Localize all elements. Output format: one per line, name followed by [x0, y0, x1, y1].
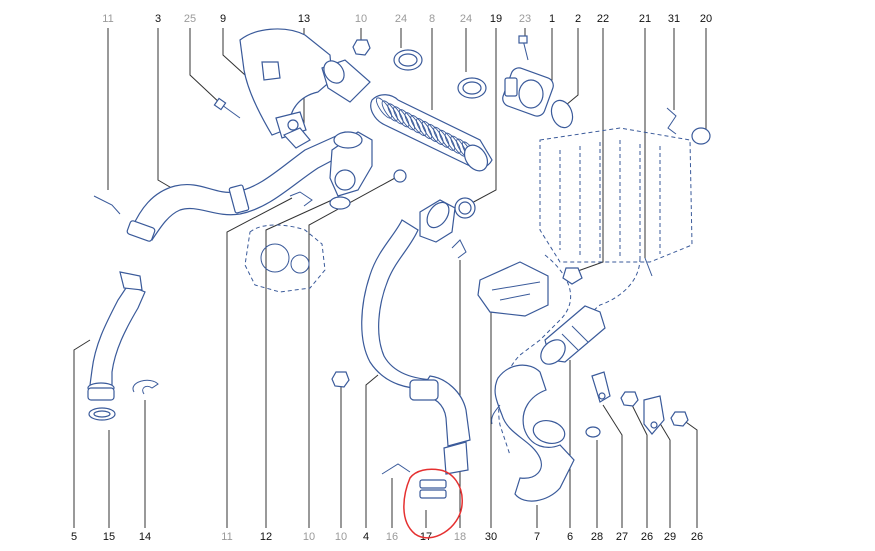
callout-3: 3 — [155, 13, 161, 25]
part-31-clip — [666, 107, 677, 135]
part-14-clip — [132, 379, 159, 395]
callout-26-a: 26 — [641, 531, 653, 543]
part-20-plug — [691, 127, 711, 145]
callout-11-top: 11 — [102, 13, 113, 25]
part-15-o-ring-inner — [93, 410, 111, 418]
leader-26-a — [631, 404, 648, 528]
part-flange-center — [329, 131, 407, 197]
callout-24-a: 24 — [395, 13, 407, 25]
part-8-corrugated-hose — [321, 59, 493, 172]
part-10-washer-center — [329, 196, 351, 210]
callout-18: 18 — [454, 531, 466, 543]
callout-1: 1 — [549, 13, 555, 25]
part-7-outlet-pipe — [491, 364, 575, 502]
highlight-circle-part-17 — [403, 468, 463, 539]
callout-10-top: 10 — [355, 13, 367, 25]
callout-31: 31 — [668, 13, 680, 25]
callout-17: 17 — [420, 531, 432, 543]
leader-19 — [467, 28, 497, 206]
callout-2: 2 — [575, 13, 581, 25]
leader-25 — [189, 28, 223, 106]
leader-3 — [157, 28, 176, 191]
part-13-gasket — [282, 127, 311, 149]
part-24-clamp-a-inner — [398, 53, 418, 67]
part-29-bracket — [643, 395, 665, 435]
callout-5: 5 — [71, 531, 77, 543]
callout-11-bottom: 11 — [221, 531, 232, 543]
callout-13: 13 — [298, 13, 310, 25]
parts-group — [87, 28, 711, 539]
part-22-nut — [562, 267, 583, 285]
leader-26-b — [682, 419, 698, 528]
part-6-hose — [540, 305, 606, 365]
engine-block-left-outline — [244, 224, 326, 293]
leader-12 — [265, 199, 333, 528]
part-24-clamp-b-inner — [462, 81, 482, 95]
callout-15: 15 — [103, 531, 115, 543]
callout-20: 20 — [700, 13, 712, 25]
part-26-nut-b — [670, 411, 689, 427]
callout-10-bottom-a: 10 — [303, 531, 315, 543]
callout-26-b: 26 — [691, 531, 703, 543]
callout-12: 12 — [260, 531, 272, 543]
callout-7: 7 — [534, 531, 540, 543]
part-2-seal — [550, 99, 574, 129]
callout-8: 8 — [429, 13, 435, 25]
part-30-cover — [477, 261, 549, 317]
part-21-bolt — [644, 257, 653, 277]
bottom-callout-labels: 5 15 14 11 12 10 10 4 16 17 18 30 7 6 28… — [71, 531, 703, 543]
callout-23: 23 — [519, 13, 531, 25]
part-19-clamp-inner — [458, 201, 472, 215]
callout-9: 9 — [220, 13, 226, 25]
part-12-clip — [289, 191, 313, 207]
callout-24-b: 24 — [460, 13, 472, 25]
callout-10-bottom-b: 10 — [335, 531, 347, 543]
part-27-bracket — [591, 371, 611, 403]
callout-6: 6 — [567, 531, 573, 543]
callout-19: 19 — [490, 13, 502, 25]
part-4-center-pipe — [361, 199, 471, 475]
part-16-clip — [381, 463, 411, 475]
part-11-clip — [93, 195, 121, 215]
callout-22: 22 — [597, 13, 609, 25]
leader-9 — [222, 28, 246, 76]
leader-4 — [365, 374, 379, 528]
callout-28: 28 — [591, 531, 603, 543]
part-9-elbow — [239, 28, 333, 139]
part-23-bolt — [518, 35, 529, 61]
part-1-airflow-sensor — [502, 67, 554, 117]
callout-29: 29 — [664, 531, 676, 543]
part-28-washer — [585, 426, 601, 438]
callout-16: 16 — [386, 531, 398, 543]
callout-30: 30 — [485, 531, 497, 543]
part-25-bolt — [213, 97, 241, 119]
part-10-nut-top — [352, 39, 371, 56]
leader-5 — [73, 339, 91, 528]
part-26-nut-a — [620, 391, 639, 407]
part-17-connector — [419, 479, 447, 499]
leader-11-bottom — [226, 197, 293, 528]
leader-10-bottom-a — [308, 177, 396, 528]
leader-2 — [559, 28, 579, 111]
callout-21: 21 — [639, 13, 651, 25]
leader-22 — [574, 28, 604, 273]
part-5-inlet-pipe — [87, 271, 146, 401]
callout-27: 27 — [616, 531, 628, 543]
part-18-clip — [451, 239, 467, 259]
callout-leader-lines — [73, 28, 707, 528]
top-callout-labels: 11 3 25 9 13 10 24 8 24 19 23 1 2 22 21 … — [102, 13, 712, 25]
leader-29 — [657, 419, 671, 528]
callout-4: 4 — [363, 531, 369, 543]
callout-25: 25 — [184, 13, 196, 25]
leader-27 — [602, 404, 623, 528]
part-10-nut-lower — [331, 371, 350, 388]
callout-14: 14 — [139, 531, 151, 543]
